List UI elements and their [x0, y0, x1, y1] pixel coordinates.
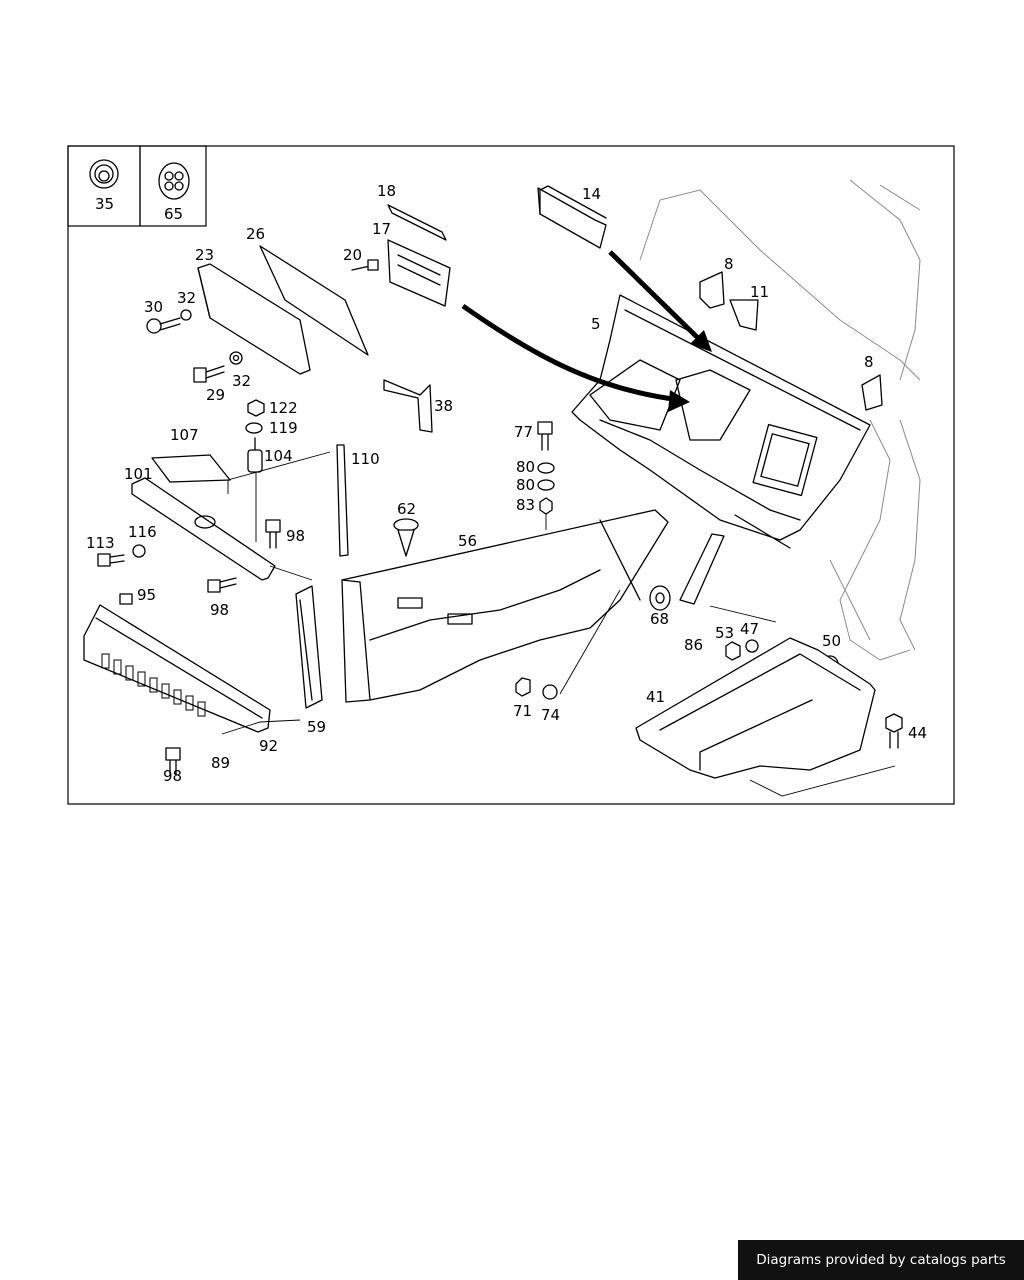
- part-label: 53: [715, 624, 734, 642]
- part-label: 110: [351, 450, 380, 468]
- washer-116-icon: [132, 544, 146, 558]
- strap-86: [679, 533, 725, 605]
- bracket-8-right: [861, 374, 883, 411]
- washer-74-icon: [542, 684, 558, 700]
- bolt-98c-icon: [165, 747, 181, 775]
- part-label: 86: [684, 636, 703, 654]
- crossmember-101: [131, 477, 276, 581]
- clip-62: [393, 518, 419, 557]
- bracket-38: [383, 379, 433, 433]
- part-label: 104: [264, 447, 293, 465]
- part-label: 89: [211, 754, 230, 772]
- control-unit-14: [537, 185, 607, 249]
- washer-32b-icon: [229, 351, 243, 365]
- arrow-to-bulkhead: [461, 303, 681, 403]
- part-label: 30: [144, 298, 163, 316]
- part-label: 80: [516, 458, 535, 476]
- panel-23: [197, 263, 311, 375]
- battery-tray-41: [635, 637, 876, 779]
- bolt-113-icon: [97, 553, 125, 567]
- arrow-from-14: [608, 250, 702, 342]
- part-label: 95: [137, 586, 156, 604]
- part-label: 32: [177, 289, 196, 307]
- part-label: 14: [582, 185, 601, 203]
- part-label: 80: [516, 476, 535, 494]
- part-label: 116: [128, 523, 157, 541]
- part-label: 20: [343, 246, 362, 264]
- part-label: 113: [86, 534, 115, 552]
- rail-92: [83, 604, 271, 733]
- bolt-44-icon: [885, 713, 903, 749]
- part-label: 74: [541, 706, 560, 724]
- part-label: 38: [434, 397, 453, 415]
- plate-17: [387, 239, 451, 307]
- bolt-98b-icon: [207, 577, 237, 593]
- strut-110: [336, 444, 349, 557]
- bolt-98a-icon: [265, 519, 281, 549]
- part-label: 32: [232, 372, 251, 390]
- grommet-65-icon: [158, 162, 190, 200]
- clip-11: [729, 299, 759, 331]
- grommet-35-icon: [89, 159, 119, 189]
- part-label: 83: [516, 496, 535, 514]
- nut-71-icon: [515, 677, 531, 697]
- part-label: 59: [307, 718, 326, 736]
- part-label: 8: [724, 255, 734, 273]
- mount-stack-104: [245, 399, 265, 542]
- nut-95-icon: [119, 593, 133, 605]
- diagram-border: [67, 145, 955, 805]
- vehicle-body-ghost-outline: [639, 179, 921, 661]
- bushing-68: [649, 585, 671, 611]
- inset-label: 65: [164, 205, 183, 223]
- part-label: 62: [397, 500, 416, 518]
- label-107: [151, 454, 231, 483]
- part-label: 56: [458, 532, 477, 550]
- part-label: 50: [822, 632, 841, 650]
- part-label: 92: [259, 737, 278, 755]
- part-label: 122: [269, 399, 298, 417]
- part-label: 98: [163, 767, 182, 785]
- part-label: 71: [513, 702, 532, 720]
- part-label: 44: [908, 724, 927, 742]
- inset-box-65: 65: [139, 145, 207, 227]
- part-label: 11: [750, 283, 769, 301]
- plate-18: [387, 204, 447, 241]
- part-label: 41: [646, 688, 665, 706]
- part-label: 29: [206, 386, 225, 404]
- part-label: 98: [210, 601, 229, 619]
- part-label: 23: [195, 246, 214, 264]
- part-label: 77: [514, 423, 533, 441]
- inset-label: 35: [95, 195, 114, 213]
- bar-59: [295, 585, 323, 709]
- part-label: 18: [377, 182, 396, 200]
- bulkhead-panel-5: [571, 294, 871, 549]
- part-labels: 18 14 26 23 17 20 8 11 30 32 5 32 29 8 1…: [86, 182, 927, 785]
- washer-32-icon: [180, 309, 192, 321]
- part-label: 5: [591, 315, 601, 333]
- part-label: 8: [864, 353, 874, 371]
- part-label: 101: [124, 465, 153, 483]
- credit-banner: Diagrams provided by catalogs parts: [738, 1240, 1024, 1280]
- fastener-stack-77: [537, 421, 555, 530]
- bracket-8-top: [699, 271, 725, 309]
- part-label: 17: [372, 220, 391, 238]
- part-label: 107: [170, 426, 199, 444]
- part-label: 26: [246, 225, 265, 243]
- pin-20: [351, 259, 379, 271]
- nut-53-icon: [725, 641, 741, 661]
- washer-47-icon: [745, 639, 759, 653]
- part-label: 119: [269, 419, 298, 437]
- inset-box-35: 35: [67, 145, 141, 227]
- screw-30-icon: [146, 317, 181, 334]
- part-label: 98: [286, 527, 305, 545]
- part-label: 68: [650, 610, 669, 628]
- side-member-56: [341, 509, 669, 703]
- credit-text: Diagrams provided by catalogs parts: [756, 1252, 1006, 1268]
- panel-26: [259, 245, 369, 356]
- bolt-29-icon: [193, 365, 225, 383]
- part-label: 47: [740, 620, 759, 638]
